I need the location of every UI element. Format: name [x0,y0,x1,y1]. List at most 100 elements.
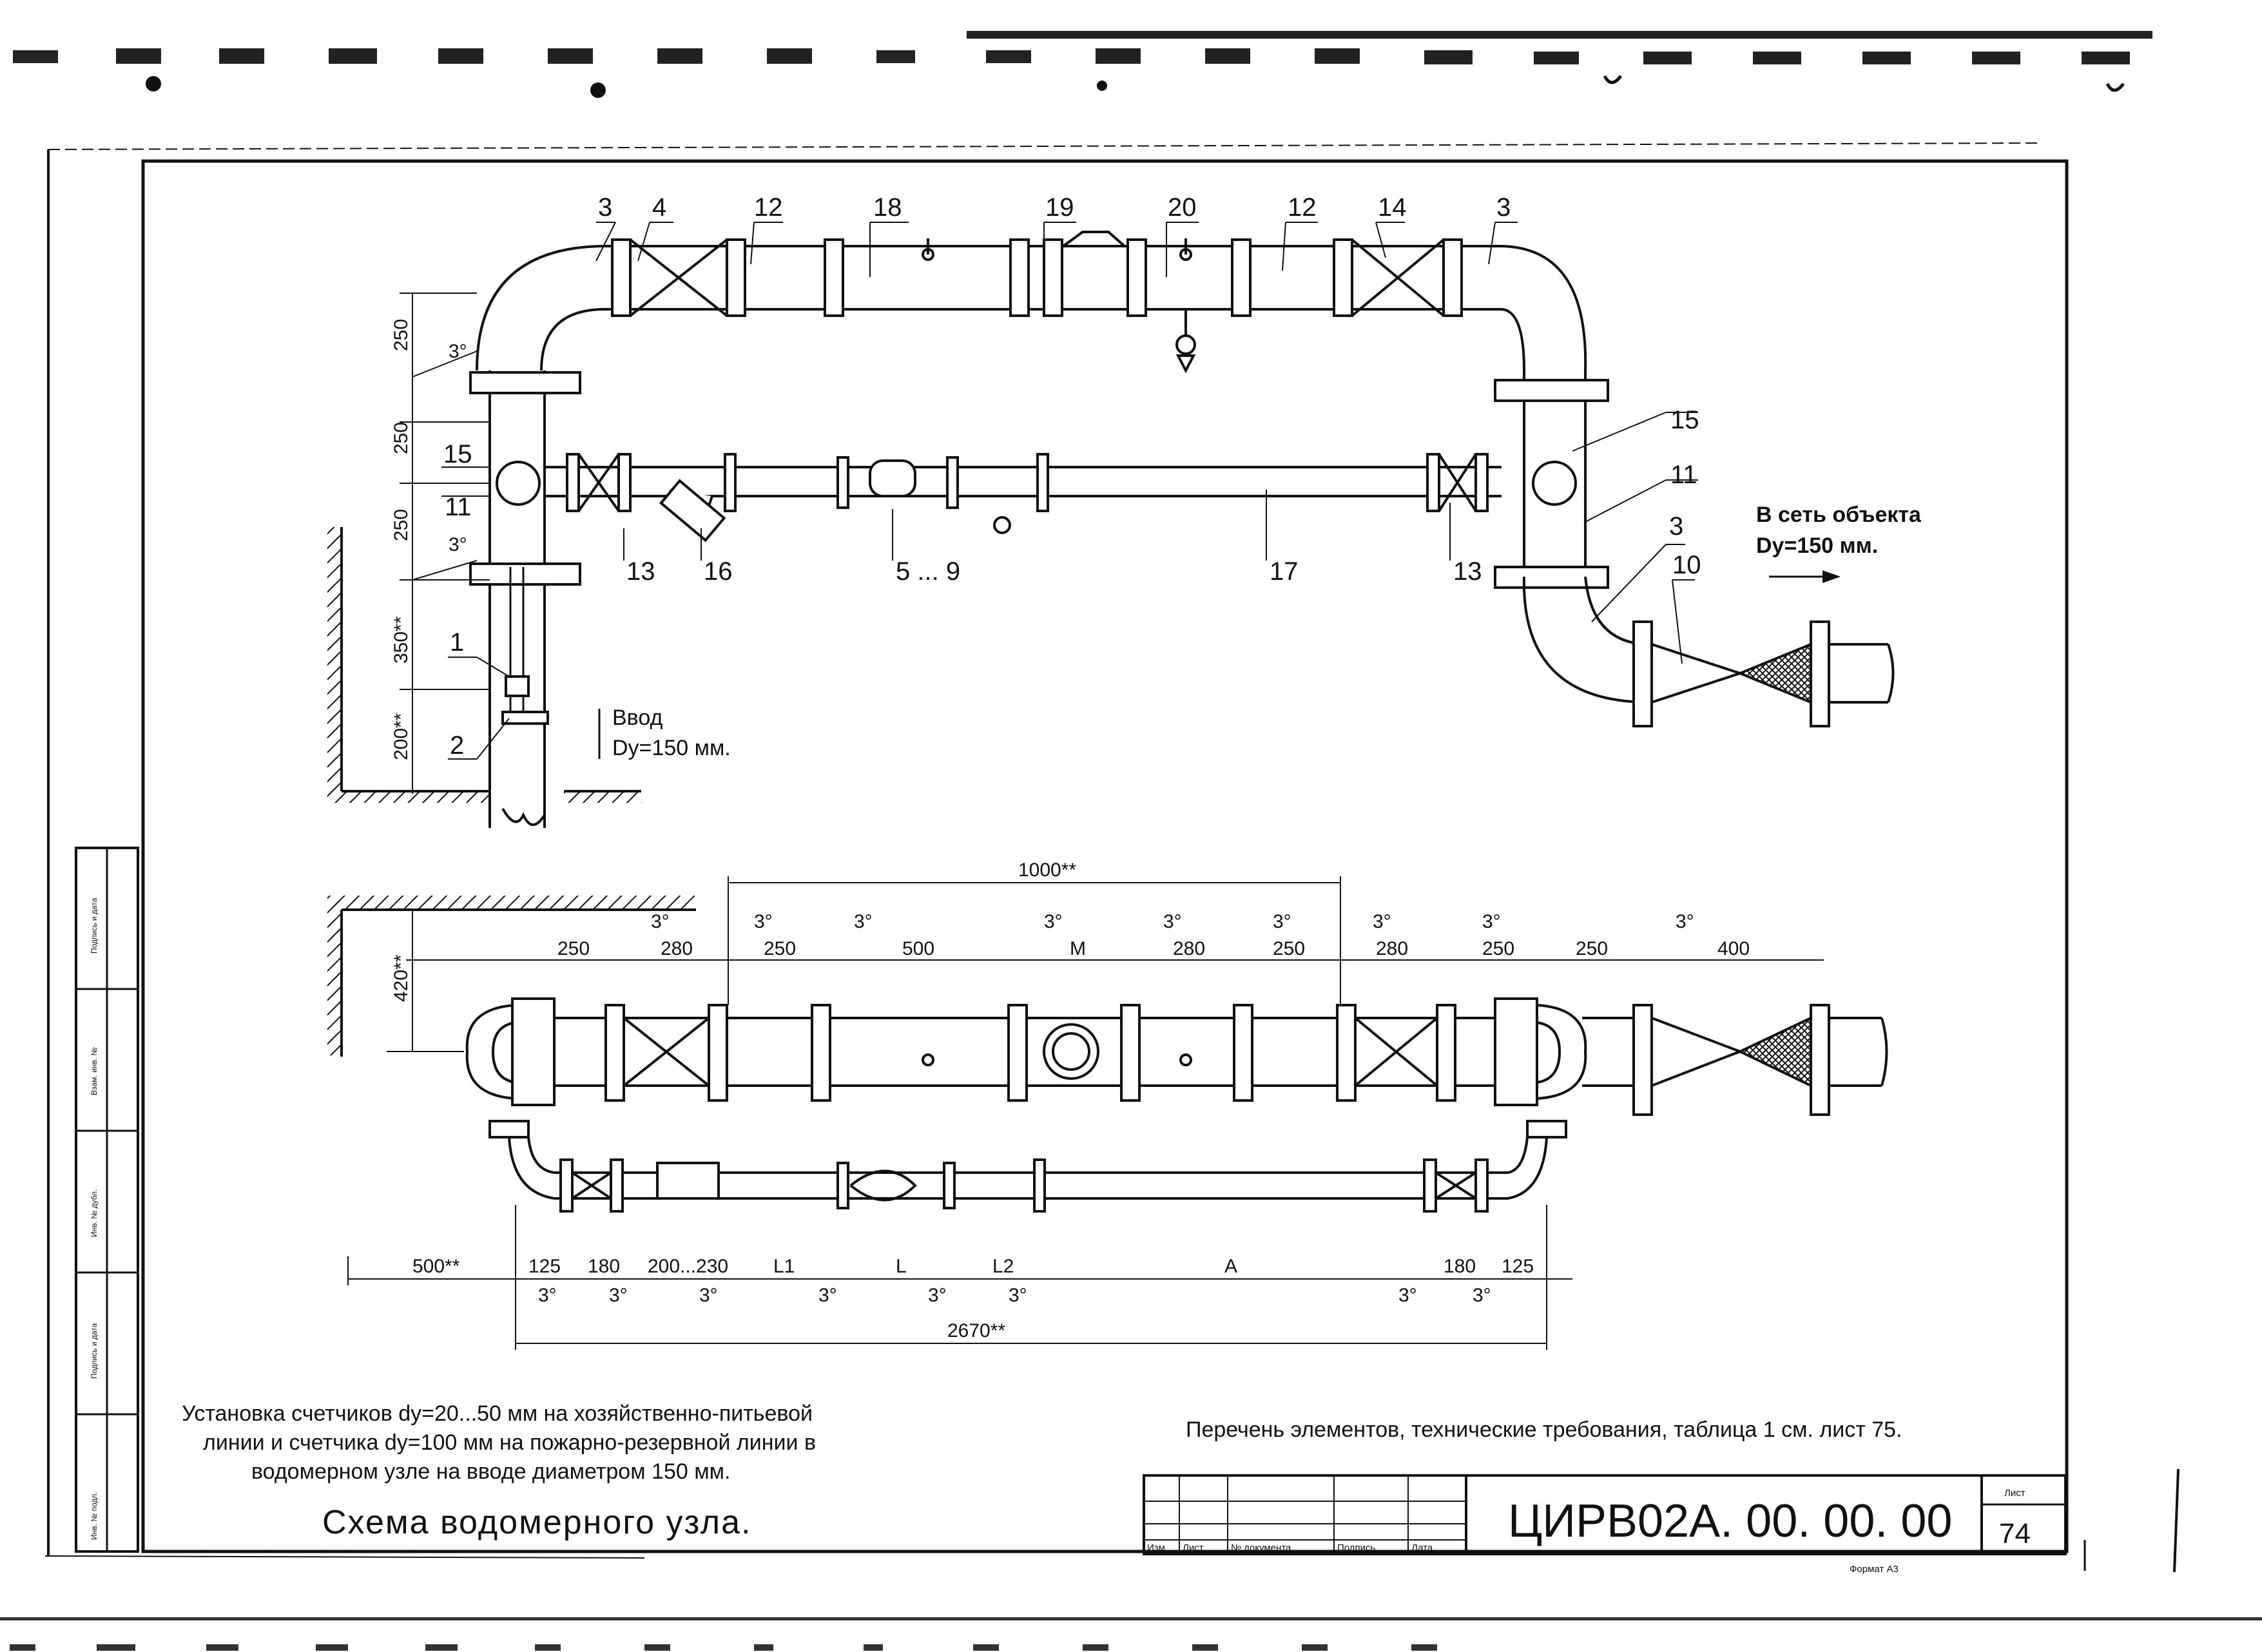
dim-250-b: 250 [391,422,412,454]
label-15-right: 15 [1670,406,1699,434]
slope-b2: 3° [609,1285,628,1306]
label-1: 1 [450,628,464,657]
installation-note-1: Установка счетчиков dy=20...50 мм на хоз… [182,1401,813,1426]
format-label: Формат А3 [1850,1564,1899,1575]
col-date: Дата [1411,1542,1433,1553]
label-3-lower: 3 [1669,512,1683,541]
label-2: 2 [450,731,464,760]
dim-top-10: 250 [1576,938,1608,959]
stamp-cell-3: Инв. № дубл. [90,1189,99,1237]
sheet-label: Лист [2004,1488,2025,1499]
slope-p3: 3° [854,911,873,932]
dim-bottom-2: 125 [528,1256,561,1277]
dim-bottom-1: 500** [412,1256,460,1277]
label-13-left: 13 [626,557,655,586]
slope-p1: 3° [651,911,670,932]
label-18: 18 [873,193,902,222]
slope-b6: 3° [1009,1285,1027,1306]
elevation-labels: 3 4 12 18 19 20 12 14 3 15 11 1 2 13 16 … [391,193,1922,760]
dim-bottom-6: L [896,1256,907,1277]
label-14: 14 [1378,193,1407,222]
dim-bottom-4: 200...230 [648,1256,728,1277]
label-11-right: 11 [1670,461,1697,489]
dim-top-8: 280 [1376,938,1408,959]
sheet-number: 74 [1999,1518,2031,1550]
bottom-scan-strip [0,1617,2262,1651]
label-12-right: 12 [1288,193,1317,222]
inlet-title: Ввод [612,706,663,730]
label-3-right: 3 [1496,193,1511,222]
side-stamp: Подпись и дата Взам. инв. № Инв. № дубл.… [75,847,139,1553]
drawing-title: Схема водомерного узла. [322,1504,751,1541]
label-4: 4 [652,193,666,222]
plan-view [327,876,1888,1350]
top-scan-strip [0,31,2159,98]
stamp-cell-4: Подпись и дата [90,1323,99,1379]
slope-b5: 3° [928,1285,947,1306]
dim-bottom-9: 180 [1444,1256,1476,1277]
reference-note: Перечень элементов, технические требован… [1186,1417,1902,1442]
plan-dimensions: 1000** 420** 250 280 250 500 M 280 250 2… [391,860,1750,1341]
dim-height: 420** [391,954,412,1002]
dim-overall-bottom: 2670** [947,1320,1005,1341]
elevation-view [327,222,1895,828]
label-16: 16 [704,557,733,586]
label-15-left: 15 [443,440,472,468]
slope-p2: 3° [754,911,773,932]
dim-bottom-8: A [1224,1256,1237,1277]
outlet-size: Dy=150 мм. [1756,533,1878,558]
label-5-9: 5 ... 9 [896,557,960,586]
slope-p9: 3° [1676,911,1694,932]
dim-top-9: 250 [1482,938,1514,959]
slope-p5: 3° [1163,911,1182,932]
dim-250-c: 250 [391,509,412,541]
dim-bottom-7: L2 [992,1256,1014,1277]
slope-b7: 3° [1398,1285,1417,1306]
dim-top-11: 400 [1717,938,1750,959]
col-doc: № документа [1231,1542,1291,1553]
slope-2: 3° [449,534,467,555]
stamp-cell-5: Инв. № подл. [90,1492,99,1540]
dim-top-4: 500 [902,938,934,959]
slope-1: 3° [449,341,467,362]
dim-bottom-5: L1 [773,1256,795,1277]
dim-top-2: 280 [661,938,693,959]
dim-350: 350** [391,616,412,664]
installation-note-3: водомерном узле на вводе диаметром 150 м… [251,1459,730,1484]
dim-250-a: 250 [391,319,412,351]
label-11-left: 11 [445,493,472,521]
notes: Установка счетчиков dy=20...50 мм на хоз… [182,1401,1902,1484]
stamp-cell-1: Подпись и дата [90,898,99,954]
outlet-title: В сеть объекта [1756,503,1922,527]
col-sign: Подпись [1337,1542,1376,1553]
slope-b1: 3° [538,1285,557,1306]
drawing-code: ЦИРВ02А. 00. 00. 00 [1508,1495,1952,1547]
label-20: 20 [1168,193,1197,222]
slope-p6: 3° [1273,911,1291,932]
dim-top-3: 250 [764,938,796,959]
label-17: 17 [1270,557,1299,586]
label-13-right: 13 [1453,557,1482,586]
dim-bottom-3: 180 [588,1256,620,1277]
dim-overall-top: 1000** [1018,860,1076,881]
dim-top-7: 250 [1273,938,1305,959]
sheet-frame [44,142,2180,1573]
inlet-size: Dy=150 мм. [612,736,731,760]
slope-b4: 3° [818,1285,837,1306]
dim-200: 200** [391,713,412,760]
stamp-cell-2: Взам. инв. № [90,1048,99,1095]
slope-p8: 3° [1482,911,1501,932]
label-3-left: 3 [598,193,612,222]
label-10: 10 [1672,551,1701,579]
label-19: 19 [1045,193,1074,222]
dim-top-5: M [1070,938,1086,959]
slope-b3: 3° [699,1285,718,1306]
slope-p7: 3° [1373,911,1391,932]
dim-top-6: 280 [1173,938,1205,959]
col-izm: Изм [1147,1542,1165,1553]
label-12-left: 12 [754,193,783,222]
dim-bottom-10: 125 [1502,1256,1534,1277]
dim-top-1: 250 [557,938,590,959]
slope-b8: 3° [1473,1285,1491,1306]
